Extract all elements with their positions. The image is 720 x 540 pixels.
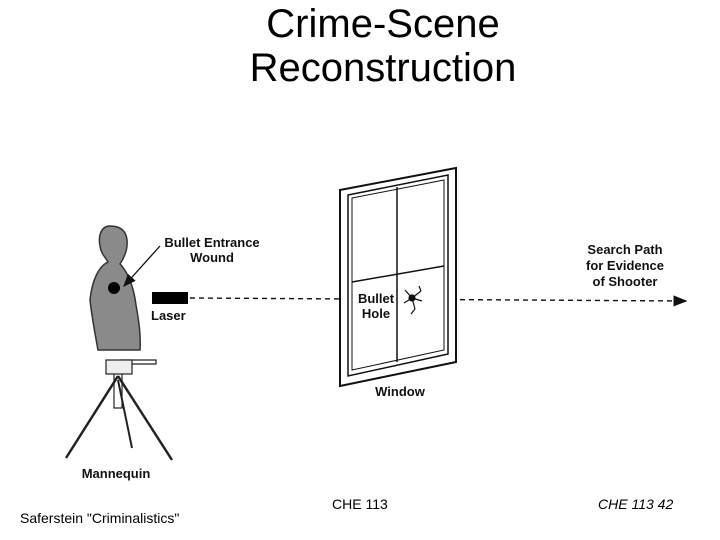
laser-device (152, 292, 188, 304)
title-line-1: Crime-Scene (266, 2, 500, 46)
wound-pointer-arrow (123, 245, 161, 287)
bullet-hole-cracks (403, 285, 423, 315)
slide-number: CHE 113 42 (598, 496, 674, 512)
entrance-label-line-1: Bullet Entrance (164, 235, 259, 250)
source-citation: Saferstein "Criminalistics" (20, 510, 180, 526)
search-label-line-1: Search Path (587, 242, 662, 257)
window (339, 166, 457, 388)
bullet-hole-label-line-1: Bullet (358, 291, 395, 306)
laser-search-path (189, 295, 688, 307)
laser-label: Laser (151, 308, 186, 323)
slide-title: Crime-Scene Reconstruction (0, 2, 720, 90)
mannequin-label: Mannequin (82, 466, 151, 481)
window-label: Window (375, 384, 426, 399)
search-label-line-3: of Shooter (593, 274, 658, 289)
tripod-stand (64, 359, 174, 461)
bullet-hole-label-line-2: Hole (362, 306, 390, 321)
entrance-wound-dot (108, 282, 120, 294)
entrance-label-line-2: Wound (190, 250, 234, 265)
course-code: CHE 113 (332, 496, 388, 512)
search-label-line-2: for Evidence (586, 258, 664, 273)
mannequin (89, 225, 141, 351)
title-line-2: Reconstruction (249, 46, 517, 90)
